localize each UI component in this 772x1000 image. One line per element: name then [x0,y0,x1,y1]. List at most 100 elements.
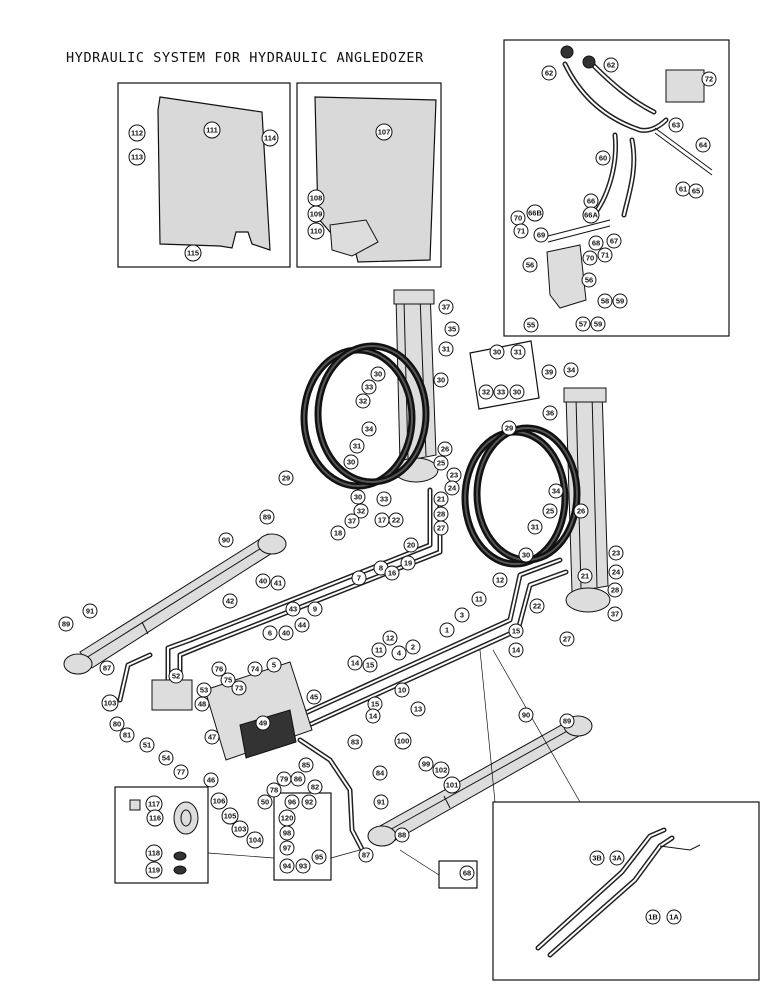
callout-circle [518,547,534,563]
part-callout: 96 [284,794,300,810]
callout-label: 35 [448,325,456,334]
callout-label: 111 [206,126,218,135]
part-callout: 89 [259,509,275,525]
callout-label: 66B [528,209,542,218]
part-callout: 81 [119,727,135,743]
inset-frame-moldboard-end-plate [296,82,442,268]
callout-label: 7 [357,574,361,583]
callout-label: 58 [601,297,609,306]
part-callout: 110 [307,222,325,240]
callout-circle [597,293,613,309]
callout-circle [99,660,115,676]
part-callout: 70 [582,250,598,266]
callout-circle [278,470,294,486]
callout-circle [513,223,529,239]
callout-label: 15 [366,661,374,670]
callout-circle [608,545,624,561]
callout-circle [266,782,282,798]
callout-circle [418,756,434,772]
callout-circle [459,865,475,881]
callout-label: 113 [131,153,143,162]
part-callout: 12 [492,572,508,588]
part-callout: 14 [347,655,363,671]
callout-label: 25 [546,507,554,516]
callout-label: 55 [527,321,535,330]
part-callout: 37 [607,606,623,622]
part-callout: 49 [255,715,271,731]
callout-label: 87 [103,664,111,673]
callout-label: 93 [299,862,307,871]
callout-circle [211,661,227,677]
callout-label: 34 [365,425,374,434]
callout-label: 83 [351,738,359,747]
callout-circle [388,512,404,528]
callout-label: 57 [579,320,587,329]
callout-label: 41 [274,579,282,588]
callout-label: 108 [310,194,323,203]
part-callout: 25 [433,455,449,471]
callout-label: 66A [584,211,598,220]
part-callout: 58 [597,293,613,309]
callout-label: 68 [592,239,600,248]
callout-label: 37 [611,610,619,619]
callout-label: 20 [407,541,415,550]
callout-label: 5 [272,661,276,670]
callout-label: 31 [514,348,522,357]
callout-label: 86 [294,775,302,784]
callout-label: 40 [282,629,290,638]
callout-circle [403,537,419,553]
callout-circle [222,593,238,609]
diagram-title: HYDRAULIC SYSTEM FOR HYDRAULIC ANGLEDOZE… [66,50,424,66]
part-callout: 111 [203,121,221,139]
callout-label: 74 [251,665,260,674]
part-callout: 36 [542,405,558,421]
callout-label: 44 [298,621,307,630]
callout-circle [82,603,98,619]
callout-circle [607,606,623,622]
callout-label: 17 [378,516,386,525]
part-callout: 32 [355,393,371,409]
callout-label: 73 [235,684,243,693]
callout-circle [353,503,369,519]
callout-label: 21 [437,495,445,504]
part-callout: 37 [438,299,454,315]
callout-circle [518,707,534,723]
callout-circle [221,807,239,825]
part-callout: 102 [432,761,450,779]
part-callout: 7 [351,570,367,586]
callout-circle [382,630,398,646]
callout-circle [478,384,494,400]
part-callout: 78 [266,782,282,798]
callout-label: 14 [512,646,521,655]
part-callout: 73 [231,680,247,696]
part-callout: 29 [278,470,294,486]
callout-circle [433,455,449,471]
part-callout: 56 [522,257,538,273]
callout-label: 112 [131,129,143,138]
callout-label: 36 [546,409,554,418]
callout-circle [582,206,600,224]
callout-circle [128,148,146,166]
callout-circle [231,680,247,696]
callout-circle [247,661,263,677]
callout-label: 89 [563,717,571,726]
callout-label: 103 [104,699,117,708]
callout-circle [607,582,623,598]
callout-label: 118 [148,849,160,858]
part-callout: 56 [581,272,597,288]
callout-label: 32 [482,388,490,397]
part-callout: 40 [278,625,294,641]
callout-circle [603,57,619,73]
callout-label: 45 [310,693,318,702]
callout-label: 3A [612,854,622,863]
callout-label: 109 [310,210,323,219]
callout-circle [350,489,366,505]
callout-label: 11 [475,595,483,604]
callout-circle [204,729,220,745]
part-callout: 98 [279,825,295,841]
callout-label: 2 [411,643,415,652]
callout-circle [588,235,604,251]
callout-circle [522,257,538,273]
callout-label: 27 [563,635,571,644]
part-callout: 103 [101,694,119,712]
